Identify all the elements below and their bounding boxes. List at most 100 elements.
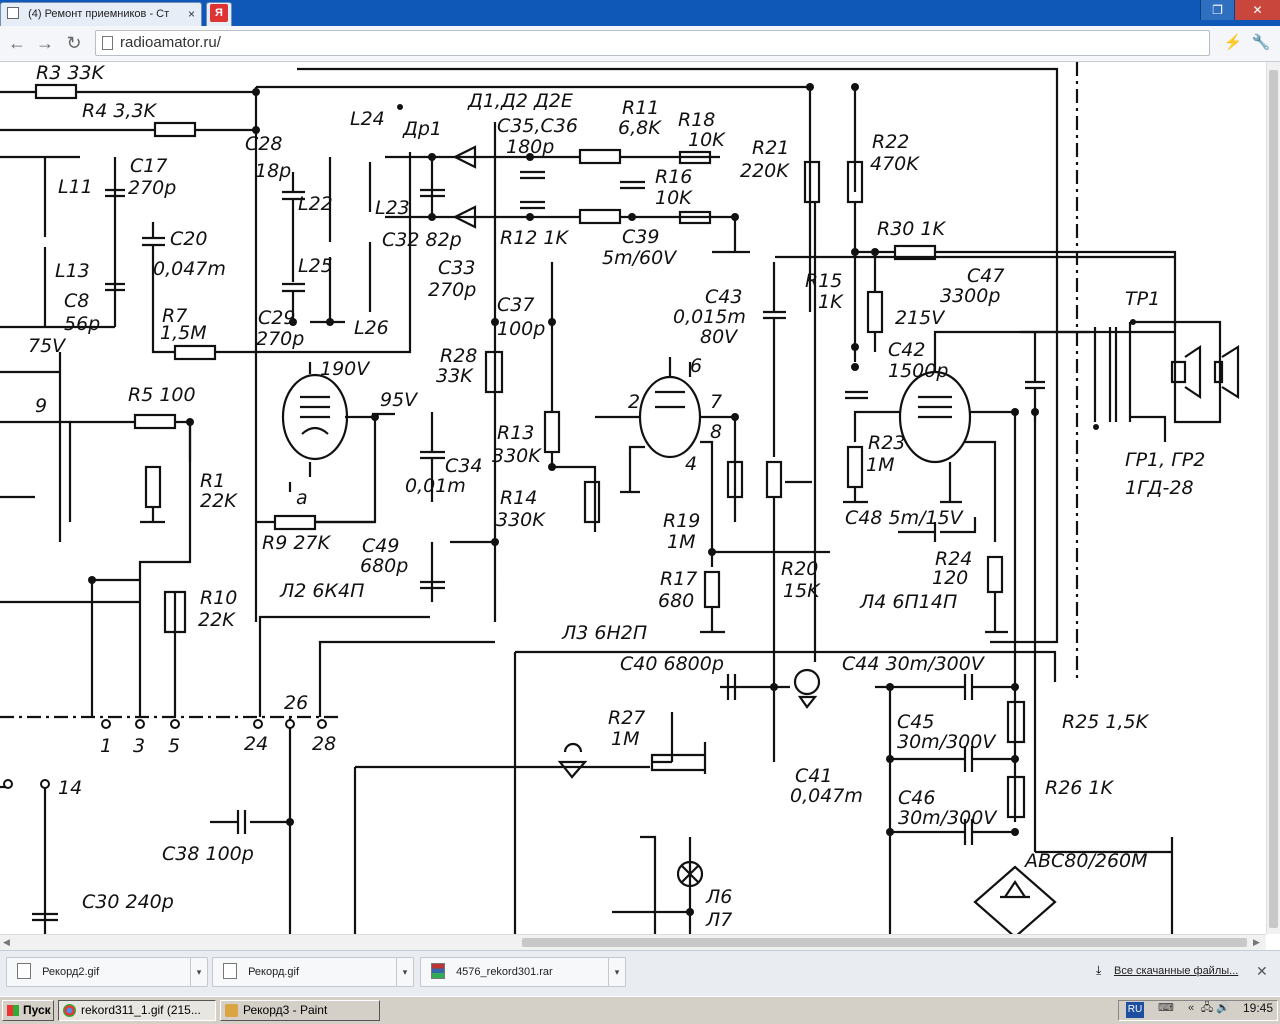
chevron-down-icon[interactable]: ▾	[608, 958, 625, 986]
chevron-down-icon[interactable]: ▾	[190, 958, 207, 986]
schematic-label: R13	[497, 422, 534, 444]
schematic-label: C42	[888, 339, 925, 361]
download-filename: Рекорд.gif	[248, 966, 300, 978]
back-icon[interactable]: ←	[8, 33, 26, 53]
horizontal-scroll-thumb[interactable]	[522, 938, 1247, 947]
close-icon[interactable]: ✕	[1256, 963, 1268, 979]
schematic-label: C37	[497, 294, 534, 316]
show-all-downloads-link[interactable]: Все скачанные файлы...	[1114, 965, 1239, 977]
extension-lightning-icon[interactable]: ⚡	[1223, 34, 1243, 51]
schematic-label: 220K	[740, 160, 790, 182]
clock: 19:45	[1243, 1001, 1274, 1015]
image-file-icon	[223, 963, 237, 979]
taskbar: Пуск rekord311_1.gif (215... Рекорд3 - P…	[0, 996, 1280, 1024]
schematic-label: 470K	[870, 153, 920, 175]
schematic-label: C28	[245, 133, 282, 155]
download-filename: Рекорд2.gif	[42, 966, 100, 978]
forward-icon[interactable]: →	[36, 33, 54, 53]
vertical-scrollbar[interactable]	[1266, 62, 1280, 934]
schematic-label: 1K	[818, 291, 844, 313]
schematic-label: R10	[200, 587, 237, 609]
schematic-label: R18	[678, 109, 715, 131]
schematic-label: R16	[655, 166, 692, 188]
schematic-label: R22	[872, 131, 909, 153]
chevron-down-icon[interactable]: ▾	[396, 958, 413, 986]
tab-active[interactable]: (4) Ремонт приемников - Ст ×	[0, 2, 202, 26]
schematic-label: a	[296, 487, 308, 509]
vertical-scroll-thumb[interactable]	[1269, 70, 1278, 928]
expand-tray-icon[interactable]: «	[1187, 1002, 1195, 1014]
schematic-label: 8	[710, 421, 722, 443]
tab-close-icon[interactable]: ×	[187, 7, 195, 21]
schematic-label: R9 27K	[262, 532, 332, 554]
language-indicator[interactable]: RU	[1126, 1002, 1144, 1018]
schematic-label: R19	[663, 510, 700, 532]
download-filename: 4576_rekord301.rar	[456, 966, 553, 978]
archive-file-icon	[431, 963, 445, 979]
schematic-label: L24	[350, 108, 385, 130]
scroll-right-icon[interactable]: ▶	[1253, 937, 1260, 947]
reload-icon[interactable]: ↻	[66, 33, 82, 53]
schematic-label: 22K	[198, 609, 236, 631]
schematic-label: C32 82p	[382, 229, 462, 251]
scroll-left-icon[interactable]: ◀	[3, 937, 10, 947]
taskbar-item-chrome[interactable]: rekord311_1.gif (215...	[58, 1000, 216, 1021]
download-item[interactable]: Рекорд.gif ▾	[212, 957, 414, 987]
schematic-label: 270p	[256, 328, 304, 350]
close-window-button[interactable]: ✕	[1234, 0, 1280, 20]
schematic-label: R25 1,5K	[1062, 711, 1150, 733]
schematic-label: L26	[354, 317, 389, 339]
schematic-label: ABC80/260M	[1023, 850, 1148, 872]
keyboard-icon[interactable]: ⌨	[1158, 1002, 1174, 1014]
url-input[interactable]	[120, 31, 1170, 55]
paint-icon	[225, 1004, 238, 1017]
schematic-label: 95V	[380, 389, 419, 411]
schematic-label: 80V	[700, 326, 739, 348]
schematic-label: 6	[690, 355, 702, 377]
taskbar-item-paint[interactable]: Рекорд3 - Paint	[220, 1000, 380, 1021]
schematic-label: 56p	[64, 313, 100, 335]
task-label: rekord311_1.gif (215...	[81, 1003, 201, 1017]
schematic-label: C20	[170, 228, 207, 250]
network-icon[interactable]: 🖧	[1200, 1002, 1214, 1014]
schematic-label: 3300p	[940, 285, 1000, 307]
schematic-label: L23	[375, 197, 410, 219]
start-button[interactable]: Пуск	[2, 1000, 54, 1021]
schematic-label: 15K	[783, 580, 821, 602]
tab-yandex[interactable]: Я	[206, 2, 232, 26]
schematic-label: C33	[438, 257, 475, 279]
schematic-label: 4	[685, 453, 697, 475]
download-item[interactable]: Рекорд2.gif ▾	[6, 957, 208, 987]
schematic-label: 215V	[895, 307, 946, 329]
download-arrow-icon: ⤓	[1096, 963, 1102, 977]
schematic-label: R28	[440, 345, 477, 367]
schematic-label: Л6	[705, 886, 732, 908]
schematic-label: R23	[868, 432, 905, 454]
schematic-label: 22K	[200, 490, 238, 512]
schematic-label: 120	[932, 567, 968, 589]
schematic-label: 270p	[128, 177, 176, 199]
download-item[interactable]: 4576_rekord301.rar ▾	[420, 957, 626, 987]
schematic-label: R20	[781, 558, 818, 580]
schematic-label: R17	[660, 568, 697, 590]
schematic-label: 0,047m	[790, 785, 863, 807]
schematic-label: 0,047m	[153, 258, 226, 280]
schematic-label: 18p	[255, 160, 291, 182]
schematic-label: 6,8K	[618, 117, 662, 139]
schematic-label: 28	[312, 733, 336, 755]
schematic-label: R30 1K	[877, 218, 947, 240]
schematic-label: 30m/300V	[898, 807, 998, 829]
volume-icon[interactable]: 🔊	[1216, 1002, 1230, 1014]
schematic-label: 0,015m	[673, 306, 746, 328]
schematic-label: C46	[898, 787, 935, 809]
schematic-label: R21	[752, 137, 789, 159]
schematic-label: R24	[935, 548, 972, 570]
address-bar[interactable]	[95, 30, 1210, 56]
chrome-icon	[63, 1004, 76, 1017]
restore-button[interactable]: ❐	[1200, 0, 1234, 20]
wrench-menu-icon[interactable]: 🔧	[1251, 34, 1271, 51]
schematic-label: 14	[58, 777, 82, 799]
horizontal-scrollbar[interactable]: ◀ ▶	[0, 934, 1266, 950]
